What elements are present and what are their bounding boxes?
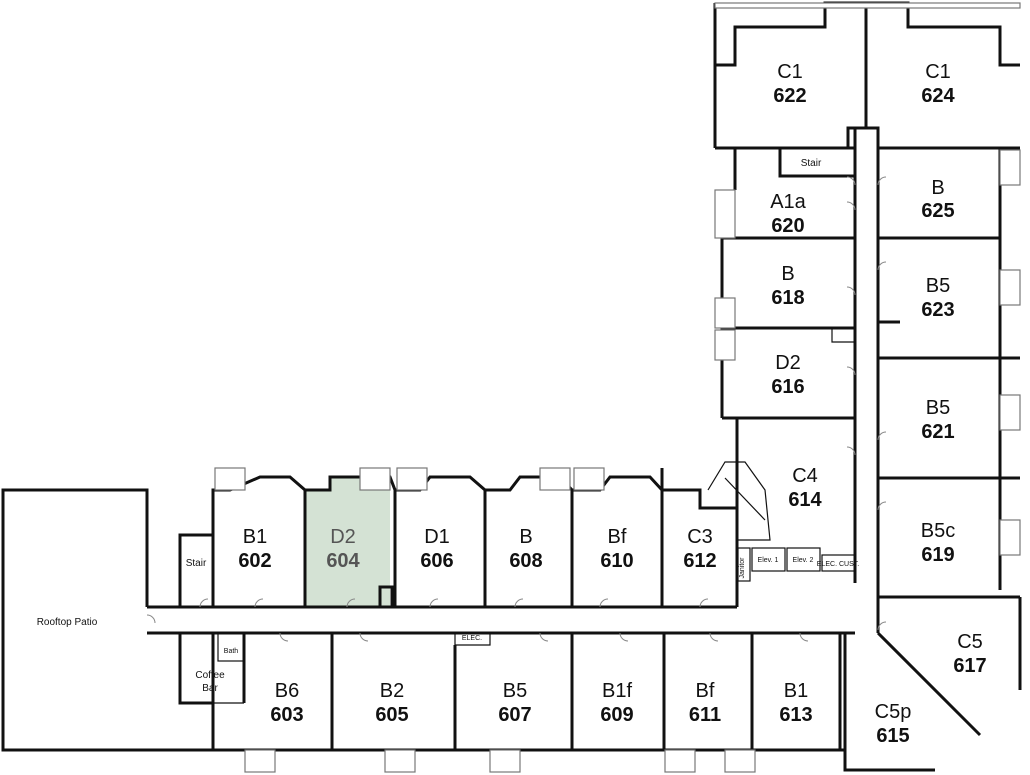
unit-number: 624 (921, 85, 955, 107)
unit-616[interactable]: D2 616 (771, 352, 804, 398)
unit-number: 617 (953, 655, 986, 677)
unit-type: B1 (784, 680, 808, 702)
unit-number: 619 (921, 544, 954, 566)
elec-cust-label: ELEC. CUST. (817, 561, 859, 568)
unit-number: 614 (788, 489, 822, 511)
unit-619[interactable]: B5c 619 (921, 520, 955, 566)
unit-type: B5 (926, 275, 950, 297)
unit-603[interactable]: B6 603 (270, 680, 303, 726)
unit-606[interactable]: D1 606 (420, 526, 453, 572)
unit-type: B5c (921, 520, 955, 542)
unit-number: 605 (375, 704, 408, 726)
unit-602[interactable]: B1 602 (238, 526, 271, 572)
unit-type: B5 (926, 397, 950, 419)
unit-620[interactable]: A1a 620 (770, 191, 806, 237)
unit-625[interactable]: B 625 (921, 177, 954, 222)
unit-type: B (781, 263, 794, 285)
coffee-bar-label-line2: Bar (202, 683, 218, 694)
janitor-label: Janitor (739, 557, 746, 579)
unit-type: B1f (602, 680, 632, 702)
unit-number: 611 (689, 704, 721, 726)
unit-type: C5 (957, 631, 983, 653)
unit-number: 620 (771, 215, 804, 237)
unit-type: C3 (687, 526, 713, 548)
coffee-bar-label-line1: Coffee (195, 670, 225, 681)
unit-605[interactable]: B2 605 (375, 680, 408, 726)
unit-624[interactable]: C1 624 (921, 61, 955, 107)
unit-number: 602 (238, 550, 271, 572)
unit-number: 613 (779, 704, 812, 726)
unit-type: D2 (330, 526, 356, 548)
elec-label: ELEC. (462, 635, 482, 642)
unit-609[interactable]: B1f 609 (600, 680, 633, 726)
unit-type: B5 (503, 680, 527, 702)
unit-number: 612 (683, 550, 716, 572)
unit-type: D2 (775, 352, 801, 374)
rooftop-patio-label: Rooftop Patio (37, 617, 98, 628)
unit-number: 616 (771, 376, 804, 398)
unit-612[interactable]: C3 612 (683, 526, 716, 572)
unit-number: 608 (509, 550, 542, 572)
stair-label-west: Stair (186, 558, 207, 569)
unit-617[interactable]: C5 617 (953, 631, 986, 677)
unit-number: 610 (600, 550, 633, 572)
unit-type: B (931, 177, 944, 199)
unit-number: 625 (921, 200, 954, 222)
elevator-2-label: Elev. 2 (793, 557, 814, 564)
elevator-1-label: Elev. 1 (758, 557, 779, 564)
unit-623[interactable]: B5 623 (921, 275, 954, 321)
west-wing-walls (147, 418, 855, 752)
unit-604-highlight (305, 477, 390, 607)
unit-type: D1 (424, 526, 450, 548)
stair-label-north: Stair (801, 158, 822, 169)
unit-622[interactable]: C1 622 (773, 61, 806, 107)
unit-number: 606 (420, 550, 453, 572)
unit-number: 618 (771, 287, 804, 309)
unit-number: 607 (498, 704, 531, 726)
unit-614[interactable]: C4 614 (788, 465, 822, 511)
unit-604[interactable]: D2 604 (326, 526, 360, 572)
unit-number: 621 (921, 421, 954, 443)
unit-type: Bf (608, 526, 627, 548)
unit-number: 622 (773, 85, 806, 107)
unit-type: C1 (925, 61, 951, 83)
unit-611[interactable]: Bf 611 (689, 680, 721, 726)
unit-618[interactable]: B 618 (771, 263, 804, 309)
unit-613[interactable]: B1 613 (779, 680, 812, 726)
unit-type: B2 (380, 680, 404, 702)
unit-type: C1 (777, 61, 803, 83)
unit-607[interactable]: B5 607 (498, 680, 531, 726)
unit-608[interactable]: B 608 (509, 526, 542, 572)
unit-number: 623 (921, 299, 954, 321)
unit-number: 615 (876, 725, 909, 747)
unit-type: Bf (696, 680, 715, 702)
unit-number: 609 (600, 704, 633, 726)
unit-type: B6 (275, 680, 299, 702)
unit-type: A1a (770, 191, 806, 213)
bath-label: Bath (224, 648, 239, 655)
unit-621[interactable]: B5 621 (921, 397, 954, 443)
windows (214, 2, 1021, 773)
unit-number: 604 (326, 550, 360, 572)
east-wing-walls (707, 1, 1022, 772)
unit-type: C5p (875, 701, 912, 723)
unit-number: 603 (270, 704, 303, 726)
unit-type: C4 (792, 465, 818, 487)
unit-615[interactable]: C5p 615 (875, 701, 912, 747)
unit-610[interactable]: Bf 610 (600, 526, 633, 572)
unit-type: B (519, 526, 532, 548)
doors (146, 176, 887, 642)
rooftop-patio[interactable] (1, 488, 215, 752)
unit-type: B1 (243, 526, 267, 548)
